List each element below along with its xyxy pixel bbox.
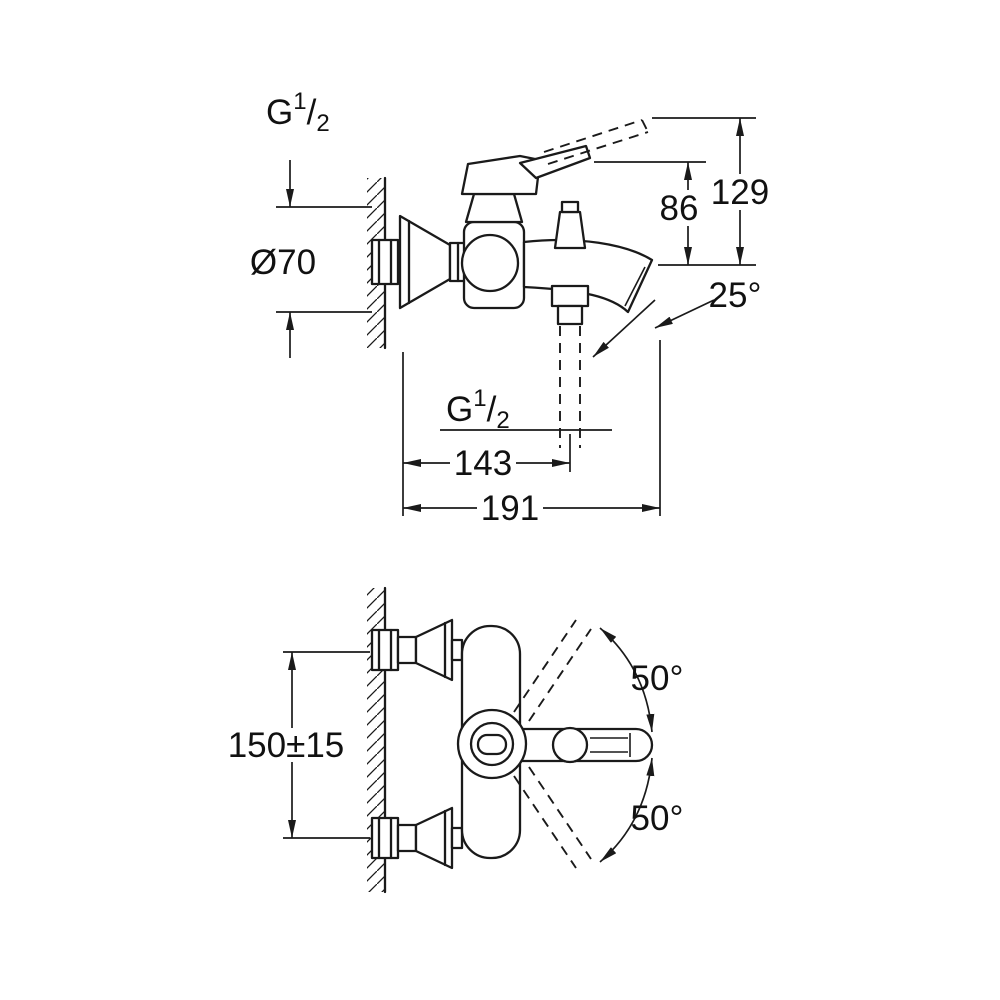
label-thread-top: G1/2: [266, 88, 330, 137]
label-mask-143: [450, 446, 516, 480]
spout-front: [518, 726, 654, 764]
spout-outlet-line: [624, 266, 646, 307]
arc-swivel-down: [599, 757, 655, 863]
front-view: 50° 50° 150±15: [221, 586, 684, 894]
faucet-front-profile: [370, 618, 654, 870]
shower-outlet: [550, 284, 590, 326]
lever-end-cap: [476, 733, 508, 756]
label-mask-86: [655, 190, 703, 226]
faucet-side-profile: [370, 119, 654, 448]
lever-swivel-dashed-down: [513, 766, 592, 869]
label-swivel-up-50: 50°: [631, 659, 684, 698]
label-height-129: 129: [711, 173, 769, 212]
arc-swivel-up: [599, 627, 655, 733]
diverter-knob: [553, 200, 587, 250]
lever-hub-front: [456, 708, 528, 780]
label-mask-129: [706, 174, 774, 210]
label-height-86: 86: [660, 189, 699, 228]
inlet-top: [370, 618, 464, 682]
dimensions-front: 50° 50° 150±15: [221, 627, 684, 863]
spout-ring: [551, 726, 589, 764]
label-swivel-down-50: 50°: [631, 799, 684, 838]
lever-raised-dashed: [543, 119, 649, 165]
label-mask-191: [477, 491, 543, 525]
label-spout-angle-25: 25°: [709, 276, 762, 315]
label-depth-143: 143: [454, 444, 512, 483]
label-thread-bottom: G1/2: [446, 385, 510, 434]
lever-swivel-dashed-up: [513, 619, 592, 722]
wall-union-nut: [370, 238, 400, 286]
shower-axis-dashed: [559, 326, 581, 448]
body-cap: [464, 192, 524, 224]
label-center-distance: 150±15: [228, 726, 345, 765]
label-depth-191: 191: [481, 489, 539, 528]
dimensions-side: G1/2 Ø70 86 129 25° G1/2: [250, 88, 774, 528]
spray-direction-line: [592, 299, 656, 358]
label-mask-150: [221, 728, 351, 762]
inlet-bottom: [370, 806, 464, 870]
side-view: G1/2 Ø70 86 129 25° G1/2: [250, 88, 774, 528]
leader-25: [654, 299, 715, 329]
escutcheon: [398, 214, 452, 310]
lever-handle: [460, 144, 592, 196]
label-diameter-70: Ø70: [250, 243, 316, 282]
cartridge-circle: [460, 233, 520, 293]
